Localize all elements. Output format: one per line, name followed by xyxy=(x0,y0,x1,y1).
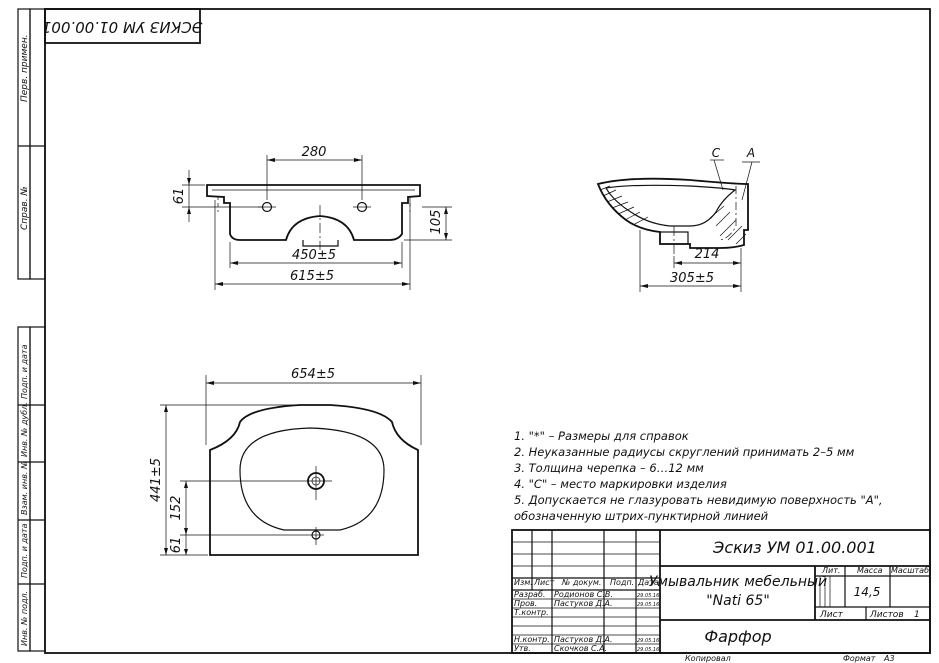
side-label-vzam-inv: Взам. инв. № xyxy=(20,461,29,515)
row-role-nkontr: Н.контр. xyxy=(514,635,550,644)
dim-450: 450±5 xyxy=(292,248,336,263)
sheets-value: 1 xyxy=(914,610,920,620)
label-c: С xyxy=(712,146,721,160)
row-name-nkontr: Пастуков Д.А. xyxy=(554,635,613,644)
side-label-podp-data-1: Подп. и дата xyxy=(20,344,29,399)
top-view: 654±5 441±5 152 61 xyxy=(149,367,422,556)
dim-61-top: 61 xyxy=(169,537,184,554)
label-a: А xyxy=(746,146,755,160)
front-view: 280 61 105 450±5 615±5 xyxy=(172,145,452,290)
row-role-tkontr: Т.контр. xyxy=(514,608,549,617)
row-name-razrab: Родионов С.В. xyxy=(554,590,613,599)
note-3: 3. Толщина черепка – 6…12 мм xyxy=(514,461,704,475)
row-date-razrab: 29.05.16 xyxy=(637,593,659,599)
row-date-prov: 29.05.16 xyxy=(637,602,659,608)
row-role-razrab: Разраб. xyxy=(514,590,545,599)
side-label-podp-data-2: Подп. и дата xyxy=(20,523,29,578)
dim-441: 441±5 xyxy=(149,458,164,502)
dim-152: 152 xyxy=(169,496,184,521)
sheet-label: Лист xyxy=(819,610,844,620)
hdr-massa: Масса xyxy=(857,566,883,575)
dim-105: 105 xyxy=(429,210,444,235)
mass-value: 14,5 xyxy=(854,585,881,599)
note-4: 4. "С" – место маркировки изделия xyxy=(514,477,727,491)
note-1: 1. "*" – Размеры для справок xyxy=(514,429,689,443)
side-label-sprav: Справ. № xyxy=(20,186,30,230)
format-value: А3 xyxy=(883,654,895,663)
top-stamp-text: ЭСКИЗ УМ 01.00.001 xyxy=(42,18,203,36)
dim-280: 280 xyxy=(302,145,327,160)
side-label-perv-primen: Перв. примен. xyxy=(20,34,30,102)
col-izm: Изм. xyxy=(514,578,533,587)
notes: 1. "*" – Размеры для справок 2. Неуказан… xyxy=(514,429,883,523)
col-list: Лист xyxy=(533,578,555,587)
col-docum: № докум. xyxy=(561,578,601,587)
dim-305: 305±5 xyxy=(670,271,714,286)
side-label-inv-podl: Инв. № подл. xyxy=(20,591,29,646)
dim-654: 654±5 xyxy=(291,367,335,382)
side-label-inv-dubl: Инв. № дубл. xyxy=(20,402,29,457)
col-podp: Подп. xyxy=(610,578,634,587)
row-name-utv: Скочков С.А. xyxy=(554,644,607,653)
row-date-nkontr: 29.05.16 xyxy=(637,638,659,644)
dim-615: 615±5 xyxy=(290,269,334,284)
copied-caption: Копировал xyxy=(685,654,731,663)
row-role-prov: Пров. xyxy=(514,599,537,608)
dim-61-front: 61 xyxy=(172,188,187,205)
row-role-utv: Утв. xyxy=(514,644,531,653)
note-5: 5. Допускается не глазуровать невидимую … xyxy=(514,493,883,507)
note-5-cont: обозначенную штрих-пунктирной линией xyxy=(514,509,769,523)
note-2: 2. Неуказанные радиусы скруглений приним… xyxy=(514,445,855,459)
doc-code: Эскиз УМ 01.00.001 xyxy=(712,538,877,557)
format-label: Формат xyxy=(843,654,876,663)
sheets-label: Листов xyxy=(869,610,904,620)
material: Фарфор xyxy=(704,627,771,646)
left-side-strip: Перв. примен. Справ. № Подп. и дата Инв.… xyxy=(17,8,46,652)
product-name-line2: "Nati 65" xyxy=(706,593,770,609)
hdr-lit: Лит. xyxy=(821,566,840,575)
top-stamp: ЭСКИЗ УМ 01.00.001 xyxy=(42,8,203,44)
hdr-masshtab: Масштаб xyxy=(891,566,929,575)
row-name-prov: Пастуков Д.А. xyxy=(554,599,613,608)
dim-214: 214 xyxy=(695,247,720,262)
col-data: Дата xyxy=(637,578,659,587)
product-name-line1: Умывальник мебельный xyxy=(649,574,827,590)
row-date-utv: 29.05.16 xyxy=(637,647,659,653)
side-section-view: С А 214 305±5 xyxy=(596,146,760,292)
title-block: Изм. Лист № докум. Подп. Дата Разраб. Ро… xyxy=(511,529,931,654)
